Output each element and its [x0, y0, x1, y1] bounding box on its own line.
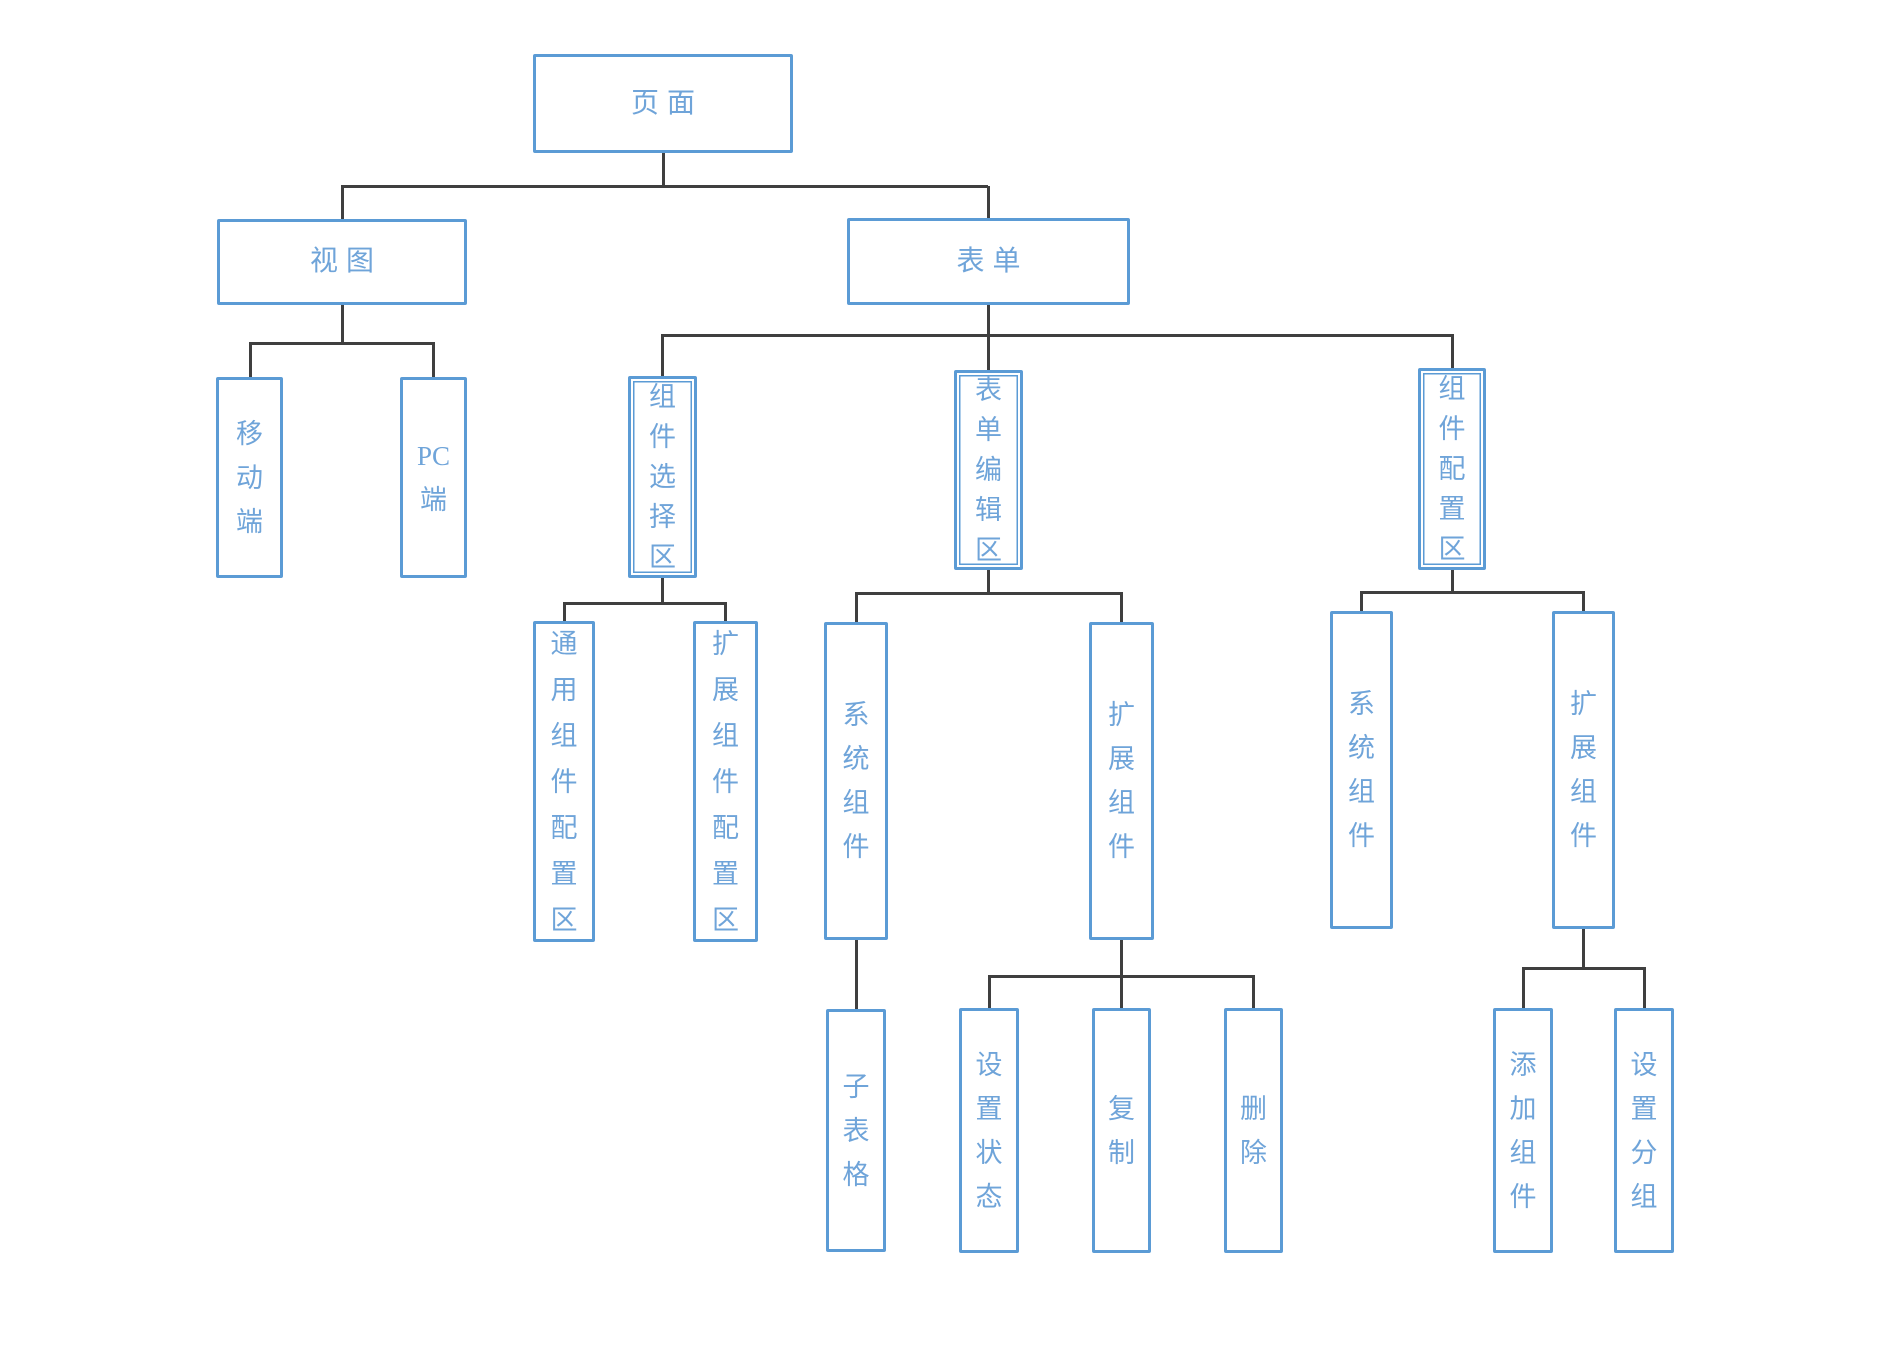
connector	[431, 343, 435, 377]
node-copy: 复制	[1092, 1008, 1151, 1253]
connector	[660, 578, 664, 603]
connector	[340, 186, 344, 219]
connector	[340, 184, 988, 188]
connector	[1359, 590, 1585, 594]
connector	[1119, 976, 1123, 1008]
connector	[986, 335, 990, 370]
connector	[660, 333, 1454, 337]
connector	[248, 343, 252, 377]
connector	[562, 603, 566, 621]
connector	[1521, 966, 1646, 970]
node-extension-component-config-area: 扩展组件配置区	[693, 621, 758, 942]
connector	[1119, 593, 1123, 622]
node-form-edit-area: 表单编辑区	[954, 370, 1023, 570]
node-delete: 删除	[1224, 1008, 1283, 1253]
node-add-component: 添加组件	[1493, 1008, 1553, 1253]
connector	[1359, 592, 1363, 611]
connector	[1581, 929, 1585, 968]
connector	[562, 601, 727, 605]
connector	[854, 591, 1123, 595]
connector	[1251, 976, 1255, 1008]
node-subtable: 子表格	[826, 1009, 886, 1252]
connector	[1119, 940, 1123, 976]
node-component-config-area: 组件配置区	[1418, 368, 1486, 570]
node-component-select-area: 组件选择区	[628, 376, 697, 578]
connector	[1642, 968, 1646, 1008]
connector	[660, 335, 664, 376]
connector	[661, 153, 665, 186]
connector	[986, 570, 990, 593]
connector	[854, 593, 858, 622]
connector	[1521, 968, 1525, 1008]
connector	[340, 305, 344, 343]
node-pc: PC端	[400, 377, 467, 578]
connector	[854, 940, 858, 1009]
connector	[1450, 335, 1454, 368]
node-extension-components-left: 扩展组件	[1089, 622, 1154, 940]
node-set-status: 设置状态	[959, 1008, 1019, 1253]
connector	[987, 976, 991, 1008]
node-page: 页面	[533, 54, 793, 153]
connector	[986, 186, 990, 218]
node-system-components-left: 系统组件	[824, 622, 888, 940]
node-form: 表单	[847, 218, 1130, 305]
node-set-group: 设置分组	[1614, 1008, 1674, 1253]
connector	[1450, 570, 1454, 592]
connector	[723, 603, 727, 621]
node-general-component-config-area: 通用组件配置区	[533, 621, 595, 942]
node-mobile: 移动端	[216, 377, 283, 578]
node-view: 视图	[217, 219, 467, 305]
connector	[1581, 592, 1585, 611]
node-extension-components-right: 扩展组件	[1552, 611, 1615, 929]
connector	[248, 341, 435, 345]
node-system-components-right: 系统组件	[1330, 611, 1393, 929]
connector	[986, 305, 990, 335]
